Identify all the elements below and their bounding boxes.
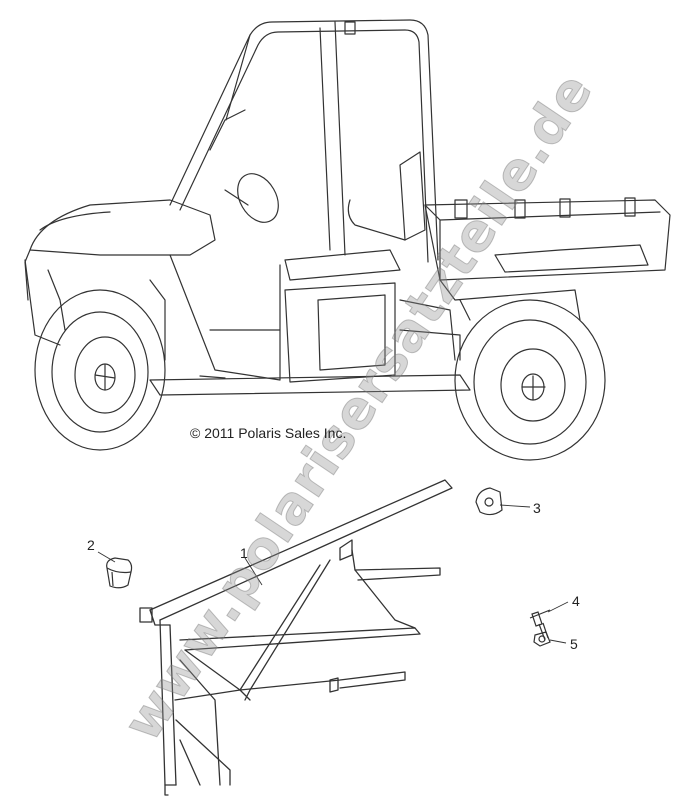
callout-1: 1 (240, 545, 248, 561)
vehicle-illustration (24, 19, 671, 461)
leader-lines (97, 504, 569, 644)
callout-4: 4 (572, 593, 580, 609)
bracket-part (475, 487, 503, 516)
clip-part (106, 557, 133, 589)
callout-5: 5 (570, 636, 578, 652)
copyright-notice: © 2011 Polaris Sales Inc. (190, 425, 347, 441)
door-frame-assembly (139, 479, 453, 796)
callout-2: 2 (87, 537, 95, 553)
callout-3: 3 (533, 500, 541, 516)
nut-part (533, 631, 551, 647)
